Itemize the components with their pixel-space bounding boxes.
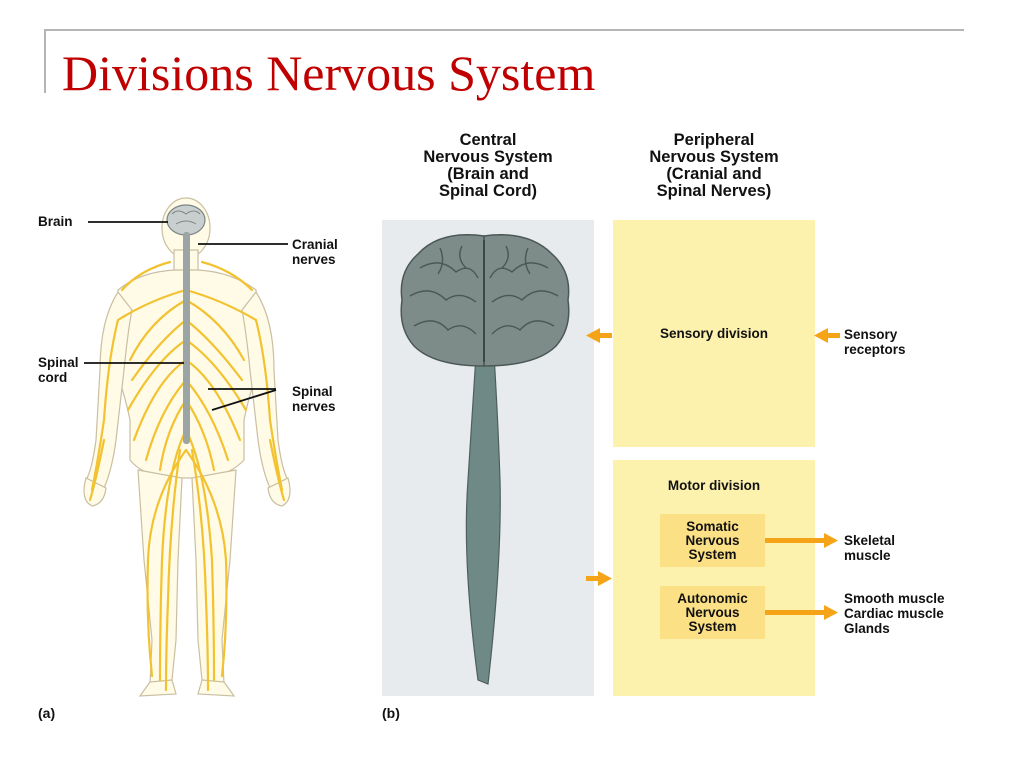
arrows [586, 328, 840, 620]
arrow-cns-to-motor [586, 571, 612, 586]
label-brain: Brain [38, 214, 73, 229]
panel-letter-a: (a) [38, 705, 56, 721]
figure-a-leader-lines [84, 221, 288, 411]
arrow-receptors-to-sensory [814, 328, 840, 343]
label-cranial-nerves: Cranial nerves [292, 237, 338, 267]
peripheral-nerves [88, 260, 286, 692]
label-autonomic-targets: Smooth muscle Cardiac muscle Glands [844, 591, 945, 636]
pns-motor-box [613, 460, 815, 696]
brain-figure-b [400, 234, 570, 367]
label-sensory-receptors: Sensory receptors [844, 327, 906, 357]
label-motor-division: Motor division [667, 478, 761, 493]
arrow-autonomic-to-targets [765, 605, 838, 620]
autonomic-nervous-system-box: Autonomic Nervous System [660, 586, 765, 639]
cns-header: Central Nervous System (Brain and Spinal… [423, 131, 553, 200]
label-sensory-division: Sensory division [659, 326, 769, 341]
spinal-cord-figure-a [183, 232, 190, 444]
arrow-sensory-to-cns [586, 328, 612, 343]
slide-title: Divisions Nervous System [62, 45, 596, 101]
label-spinal-nerves: Spinal nerves [292, 384, 336, 414]
slide-frame-left-rule [44, 29, 46, 93]
label-spinal-cord: Spinal cord [38, 355, 79, 385]
somatic-nervous-system-box: Somatic Nervous System [660, 514, 765, 567]
panel-letter-b: (b) [382, 705, 400, 721]
label-skeletal-muscle: Skeletal muscle [844, 533, 896, 563]
arrow-somatic-to-skeletal [765, 533, 838, 548]
pns-sensory-box [613, 220, 815, 447]
slide-frame-top-rule [44, 29, 964, 31]
spinal-cord-figure-b [465, 354, 501, 685]
pns-header: Peripheral Nervous System (Cranial and S… [649, 131, 779, 200]
